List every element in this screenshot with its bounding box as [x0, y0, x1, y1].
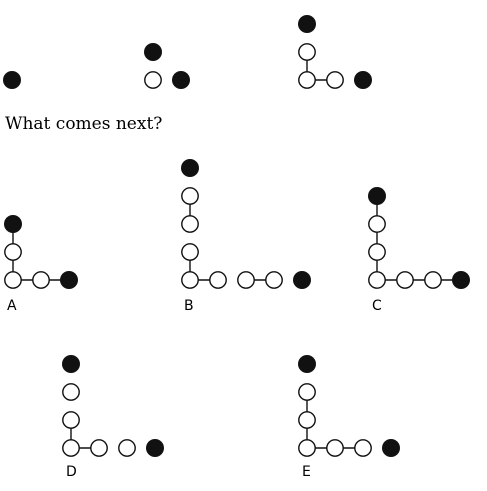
sequence-3-h1-filled-dot	[354, 71, 372, 89]
option-e-h1-empty-dot	[354, 439, 372, 457]
option-e-v0-empty-dot	[298, 411, 316, 429]
option-d-v1-empty-dot	[62, 383, 80, 401]
sequence-3-corner-empty-dot	[298, 71, 316, 89]
option-d-v0-empty-dot	[62, 411, 80, 429]
option-a-h1-filled-dot	[60, 271, 78, 289]
option-c-h1-empty-dot	[424, 271, 442, 289]
option-d-corner-empty-dot	[62, 439, 80, 457]
option-c-v2-filled-dot	[368, 187, 386, 205]
sequence-3-h0-empty-dot	[326, 71, 344, 89]
option-b[interactable]	[172, 148, 322, 317]
option-a-h0-empty-dot	[32, 271, 50, 289]
option-b-corner-empty-dot	[181, 271, 199, 289]
option-e-label: E	[302, 464, 311, 480]
sequence-2-h0-filled-dot	[172, 71, 190, 89]
option-c-corner-empty-dot	[368, 271, 386, 289]
option-e-v1-empty-dot	[298, 383, 316, 401]
option-a-v1-filled-dot	[4, 215, 22, 233]
sequence-1-corner-filled-dot	[3, 71, 21, 89]
option-b-label: B	[184, 298, 194, 314]
option-d-h2-filled-dot	[146, 439, 164, 457]
sequence-2-v0-filled-dot	[144, 43, 162, 61]
option-c-v1-empty-dot	[368, 215, 386, 233]
option-a-corner-empty-dot	[4, 271, 22, 289]
option-c-label: C	[372, 298, 382, 314]
sequence-2-corner-empty-dot	[144, 71, 162, 89]
option-d-label: D	[66, 464, 77, 480]
option-c-v0-empty-dot	[368, 243, 386, 261]
option-e-h0-empty-dot	[326, 439, 344, 457]
option-d-h0-empty-dot	[90, 439, 108, 457]
option-b-v3-filled-dot	[181, 159, 199, 177]
option-d-h1-empty-dot	[118, 439, 136, 457]
option-b-h1-empty-dot	[237, 271, 255, 289]
option-e-h2-filled-dot	[382, 439, 400, 457]
option-e-v2-filled-dot	[298, 355, 316, 373]
option-a-label: A	[7, 298, 17, 314]
option-a-v0-empty-dot	[4, 243, 22, 261]
option-d-v2-filled-dot	[62, 355, 80, 373]
sequence-3-v0-empty-dot	[298, 43, 316, 61]
sequence-3-v1-filled-dot	[298, 15, 316, 33]
option-e-corner-empty-dot	[298, 439, 316, 457]
option-c-h0-empty-dot	[396, 271, 414, 289]
option-b-h0-empty-dot	[209, 271, 227, 289]
question-text: What comes next?	[5, 114, 163, 134]
option-b-v0-empty-dot	[181, 243, 199, 261]
option-c[interactable]	[360, 176, 480, 317]
option-b-v2-empty-dot	[181, 187, 199, 205]
option-c-h2-filled-dot	[452, 271, 470, 289]
option-b-v1-empty-dot	[181, 215, 199, 233]
option-b-h3-filled-dot	[293, 271, 311, 289]
option-b-h2-empty-dot	[265, 271, 283, 289]
